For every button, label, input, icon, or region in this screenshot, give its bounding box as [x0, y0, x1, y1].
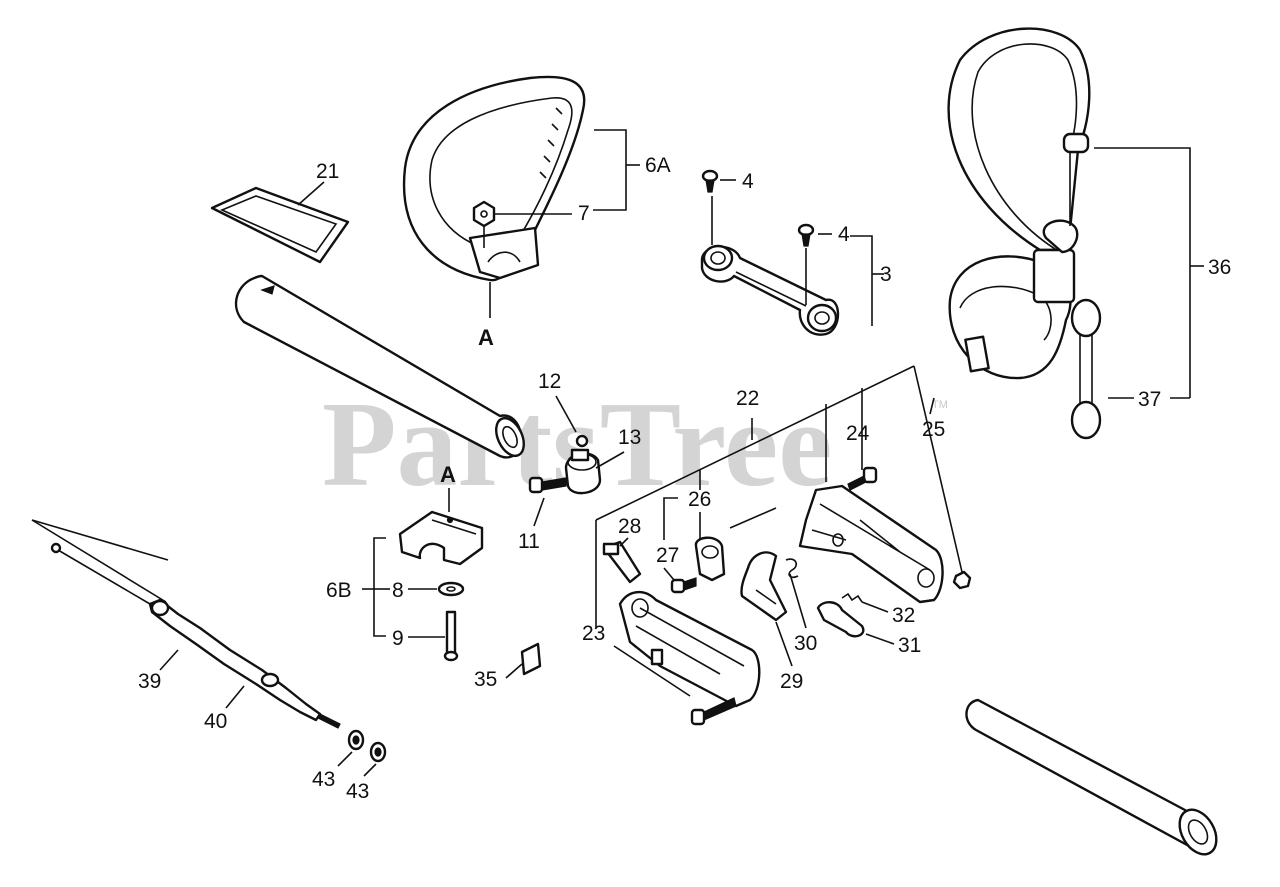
callout-31: 31 [898, 634, 921, 657]
part-21-decal[interactable] [210, 186, 350, 264]
part-25-nut[interactable] [952, 570, 972, 590]
part-36-harness[interactable] [947, 27, 1091, 380]
callout-23: 23 [582, 622, 605, 645]
part-3-bracket[interactable] [700, 244, 840, 336]
callout-27: 27 [656, 544, 679, 567]
callout-13: 13 [618, 426, 641, 449]
part-7-nut[interactable] [472, 200, 496, 228]
callout-32: 32 [892, 604, 915, 627]
part-27-screw[interactable] [670, 577, 697, 594]
part-35-label[interactable] [520, 642, 542, 676]
callout-21: 21 [316, 160, 339, 183]
part-4-screw-a[interactable] [701, 169, 719, 193]
part-9-bolt[interactable] [443, 610, 459, 662]
callout-24: 24 [846, 422, 870, 445]
callout-a-mid: A [440, 462, 456, 487]
part-24-screw[interactable] [847, 466, 878, 491]
part-32-spring[interactable] [841, 592, 863, 603]
callout-12: 12 [538, 370, 561, 393]
shaft-tube-lower[interactable] [965, 698, 1223, 861]
watermark-trademark: TM [932, 399, 948, 411]
callout-9: 9 [392, 627, 404, 650]
part-8-washer[interactable] [437, 581, 465, 597]
part-26-clip[interactable] [694, 536, 726, 582]
callout-43-b: 43 [346, 780, 369, 803]
part-39-throttle-cable[interactable] [31, 519, 169, 605]
shaft-tube-upper[interactable] [234, 274, 529, 460]
callout-39: 39 [138, 670, 161, 693]
callout-a-top: A [478, 325, 494, 350]
part-40-cable-sheath[interactable] [148, 598, 341, 729]
callout-43-a: 43 [312, 768, 335, 791]
part-12-nut[interactable] [575, 434, 589, 448]
housing-screw[interactable] [690, 697, 737, 726]
callout-6a: 6A [645, 154, 671, 177]
part-31-lever[interactable] [816, 601, 865, 638]
callout-25: 25 [922, 418, 945, 441]
housing-right-half[interactable] [729, 484, 944, 604]
callout-8: 8 [392, 579, 404, 602]
callout-22: 22 [736, 387, 759, 410]
housing-left-half[interactable] [618, 591, 761, 708]
callout-7: 7 [578, 202, 590, 225]
part-13-clamp[interactable] [564, 448, 602, 495]
callout-36: 36 [1208, 256, 1231, 279]
callout-6b: 6B [326, 579, 352, 602]
callout-30: 30 [794, 632, 817, 655]
part-4-screw-b[interactable] [797, 223, 815, 247]
callout-4-b: 4 [838, 223, 850, 246]
callout-3: 3 [880, 263, 892, 286]
part-37-clip[interactable] [1070, 298, 1102, 440]
part-43-nut-a[interactable] [347, 729, 365, 751]
callout-35: 35 [474, 668, 497, 691]
part-11-screw[interactable] [528, 476, 567, 494]
callout-11: 11 [518, 530, 540, 553]
callout-29: 29 [780, 670, 803, 693]
part-30-spring[interactable] [785, 558, 799, 579]
callout-40: 40 [204, 710, 227, 733]
part-6a-loop-handle[interactable] [402, 75, 586, 282]
callout-28: 28 [618, 515, 641, 538]
callout-37: 37 [1138, 388, 1161, 411]
part-6b-clamp[interactable] [398, 510, 484, 566]
callout-4-a: 4 [742, 170, 754, 193]
callout-26: 26 [688, 488, 711, 511]
part-29-trigger[interactable] [740, 551, 788, 622]
part-43-nut-b[interactable] [369, 741, 387, 763]
part-28-switch[interactable] [602, 540, 642, 584]
